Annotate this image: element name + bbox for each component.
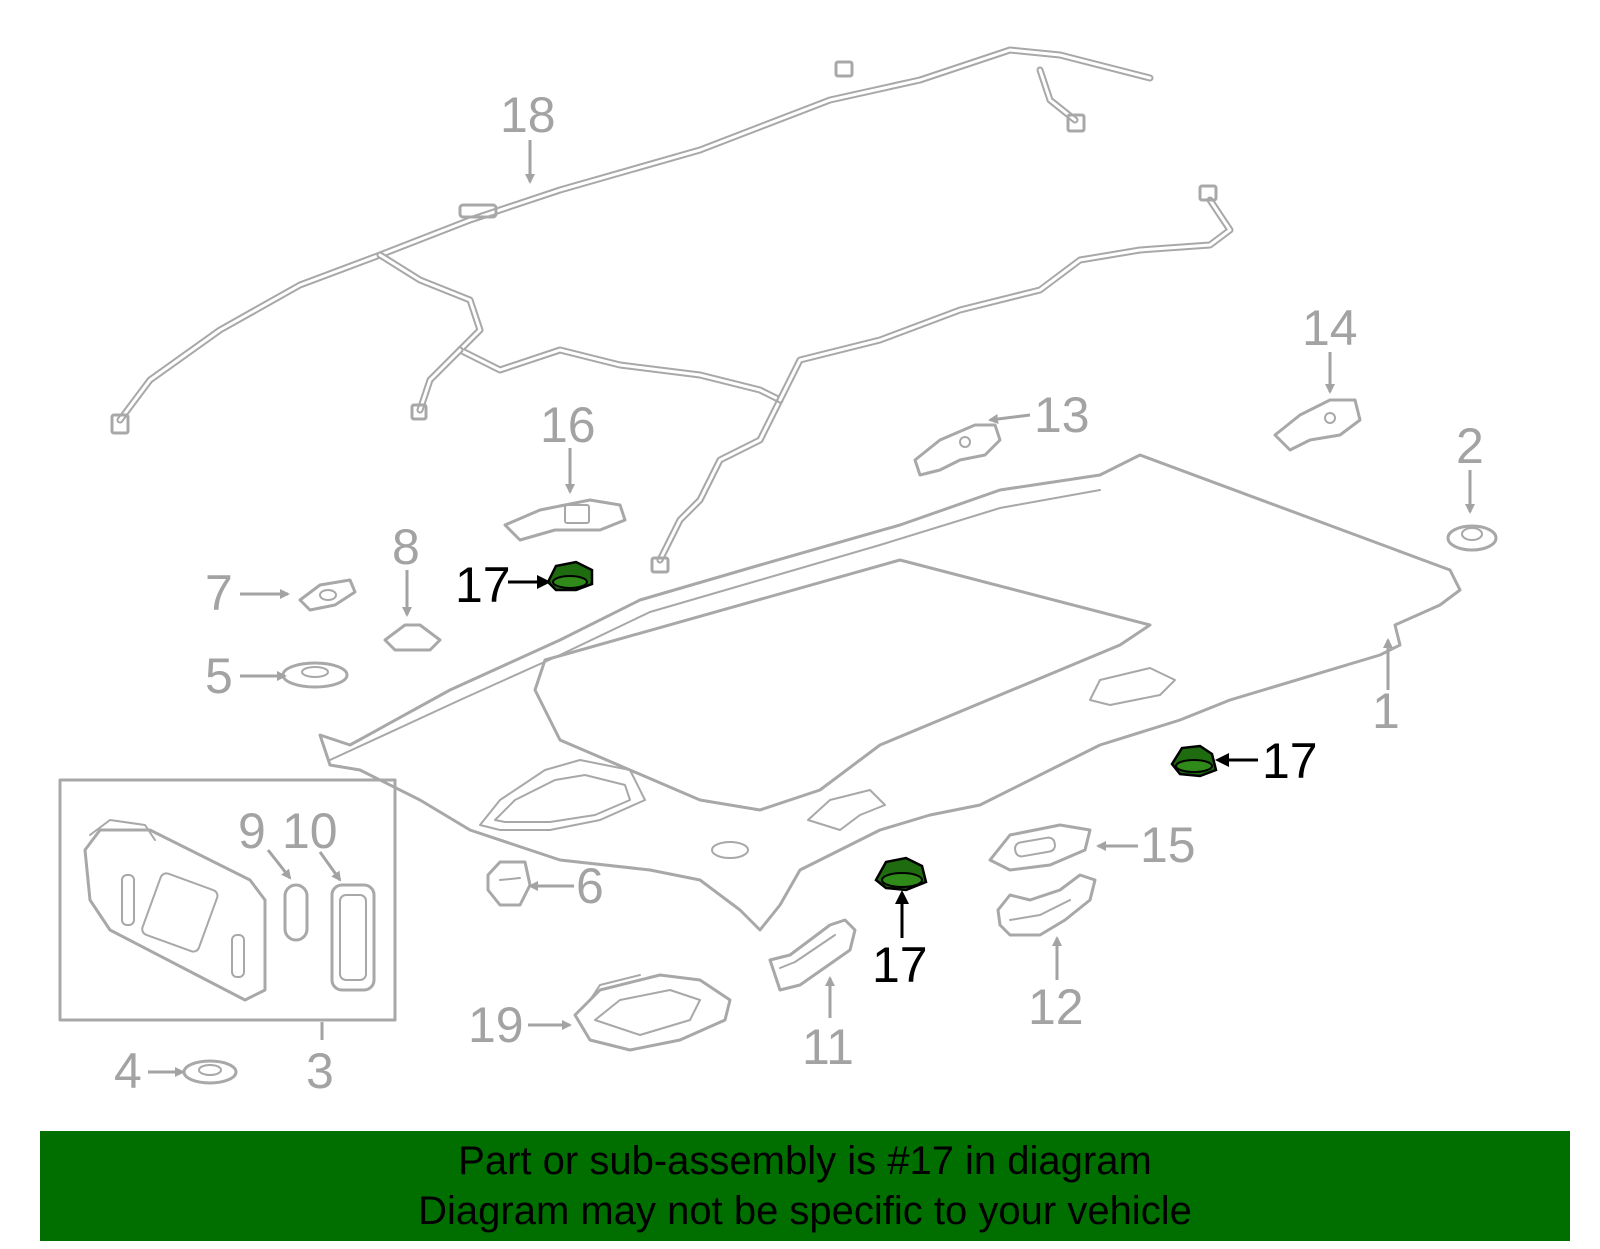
headliner-part-1 — [318, 453, 1462, 932]
callout-7: 7 — [205, 565, 233, 621]
sun-visor-assembly-box-part-3 — [58, 778, 397, 1022]
callout-3: 3 — [306, 1043, 334, 1099]
callout-16: 16 — [540, 397, 596, 453]
callout-14: 14 — [1302, 300, 1358, 356]
clip-part-8 — [383, 623, 442, 652]
callout-15: 15 — [1140, 817, 1196, 873]
bracket-part-14 — [1273, 398, 1362, 452]
pad-part-7 — [298, 578, 357, 612]
callout-17-upper: 17 — [455, 557, 511, 613]
nut-part-17-right — [1170, 744, 1218, 778]
callout-19: 19 — [468, 997, 524, 1053]
callout-1: 1 — [1372, 683, 1400, 739]
grab-handle-part-11 — [768, 918, 857, 992]
callout-18: 18 — [500, 87, 556, 143]
clip-part-4 — [182, 1059, 238, 1085]
callout-labels: 18 16 14 13 2 8 7 17 5 1 17 9 10 15 6 17… — [114, 87, 1484, 1099]
callout-5: 5 — [205, 648, 233, 704]
callout-9: 9 — [238, 803, 266, 859]
callout-6: 6 — [576, 858, 604, 914]
channel-part-16 — [503, 498, 627, 542]
bracket-part-13 — [913, 423, 1002, 477]
callout-10: 10 — [282, 803, 338, 859]
callout-4: 4 — [114, 1043, 142, 1099]
wiring-harness-part-18 — [110, 46, 1234, 574]
callout-8: 8 — [392, 519, 420, 575]
grab-handle-part-12 — [996, 873, 1097, 937]
clip-part-6 — [486, 860, 532, 907]
callout-17-lower: 17 — [872, 937, 928, 993]
callout-13: 13 — [1034, 387, 1090, 443]
info-banner: Part or sub-assembly is #17 in diagram D… — [40, 1131, 1570, 1241]
callout-12: 12 — [1028, 979, 1084, 1035]
overhead-console-part-19 — [573, 973, 732, 1052]
grommet-part-5 — [281, 661, 349, 689]
lamp-part-15 — [988, 823, 1092, 872]
nut-part-17-upper — [546, 560, 594, 592]
callout-11: 11 — [802, 1019, 854, 1075]
clip-part-2 — [1446, 524, 1498, 552]
nut-part-17-lower — [874, 856, 928, 892]
callout-2: 2 — [1456, 418, 1484, 474]
banner-line-part-number: Part or sub-assembly is #17 in diagram — [458, 1139, 1152, 1183]
banner-line-disclaimer: Diagram may not be specific to your vehi… — [418, 1189, 1192, 1233]
leader-lines — [148, 140, 1475, 1077]
callout-17-right: 17 — [1262, 733, 1318, 789]
